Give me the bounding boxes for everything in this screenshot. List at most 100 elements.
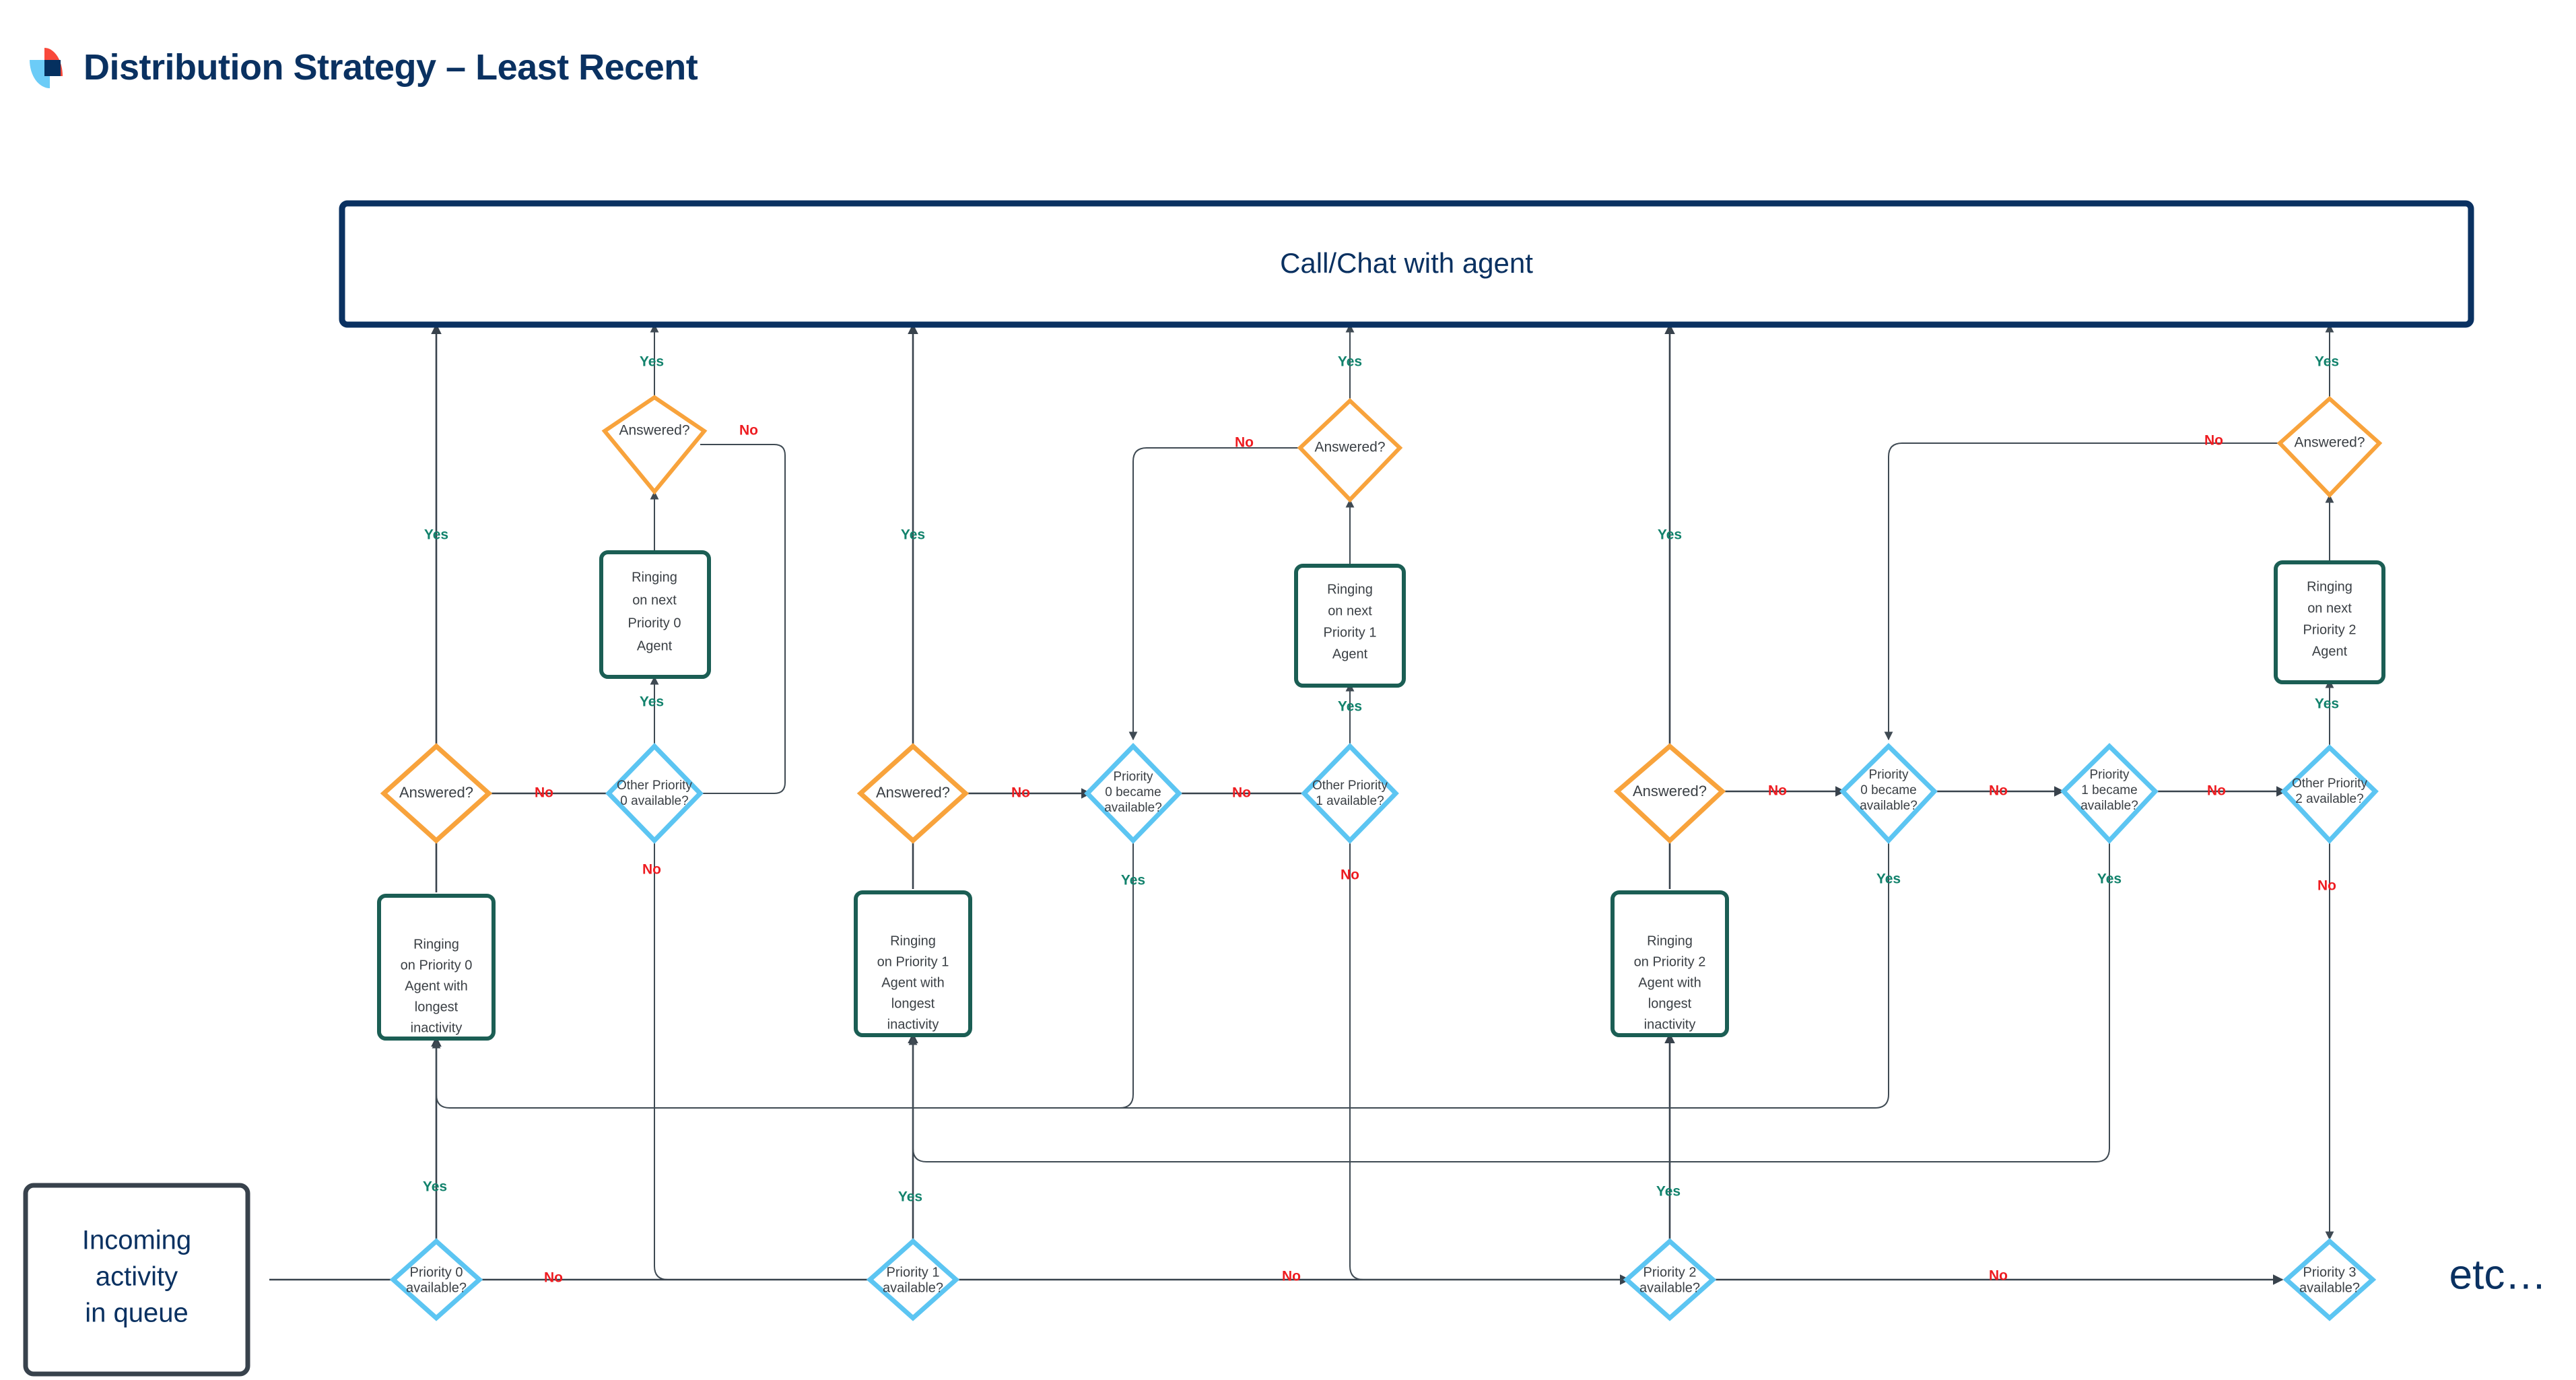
edge-label-yes: Yes bbox=[901, 527, 925, 543]
edge-label-no: No bbox=[1989, 1268, 2008, 1284]
edge-label-no: No bbox=[1282, 1269, 1301, 1284]
node-ringing-priority-2-longest[interactable]: Ringing on Priority 2 Agent with longest… bbox=[1611, 890, 1729, 1037]
edge-label-no: No bbox=[1235, 435, 1254, 451]
node-label-answered2: Answered? bbox=[1633, 783, 1707, 799]
edge-label-no: No bbox=[642, 862, 661, 878]
node-priority-2-available[interactable]: Priority 2 available? bbox=[1623, 1238, 1717, 1321]
node-incoming-activity[interactable]: Incoming activity in queue bbox=[23, 1183, 250, 1377]
node-label-ringp1l-3: Agent with bbox=[881, 975, 944, 990]
edge-answered1b-no-loop-to-p0became bbox=[1128, 447, 1305, 741]
edge-label-no: No bbox=[1768, 783, 1787, 799]
node-label-ringp2l-1: Ringing bbox=[1647, 933, 1693, 948]
node-label-otherp0-2: 0 available? bbox=[620, 794, 688, 808]
edge-label-no: No bbox=[2207, 783, 2226, 799]
edge-label-yes: Yes bbox=[1656, 1184, 1681, 1200]
page-title: Distribution Strategy – Least Recent bbox=[83, 47, 698, 88]
node-other-priority-0-available[interactable]: Other Priority 0 available? bbox=[605, 742, 704, 845]
node-other-priority-2-available[interactable]: Other Priority 2 available? bbox=[2280, 744, 2379, 845]
node-label-ringp2l-4: longest bbox=[1648, 996, 1692, 1011]
node-label-ringp0l-2: on Priority 0 bbox=[401, 958, 473, 973]
node-label-ringp1l-2: on Priority 1 bbox=[877, 954, 949, 969]
edge-label-no: No bbox=[2317, 878, 2336, 894]
node-answered-2[interactable]: Answered? bbox=[1613, 743, 1726, 844]
node-label-incoming-1: Incoming bbox=[82, 1226, 191, 1255]
edge-label-no: No bbox=[1989, 783, 2008, 799]
node-priority-0-became-available-col1[interactable]: Priority 0 became available? bbox=[1084, 742, 1182, 845]
page-header: Distribution Strategy – Least Recent bbox=[0, 0, 2576, 135]
node-label-ringp0l-3: Agent with bbox=[405, 979, 467, 993]
node-priority-0-available[interactable]: Priority 0 available? bbox=[389, 1238, 483, 1321]
node-ringing-priority-1-longest[interactable]: Ringing on Priority 1 Agent with longest… bbox=[854, 890, 972, 1037]
node-ringing-next-priority-1[interactable]: Ringing on next Priority 1 Agent bbox=[1294, 564, 1406, 688]
edge-label-no: No bbox=[1232, 785, 1251, 801]
node-label-ringnp2-4: Agent bbox=[2312, 644, 2348, 659]
node-ringing-next-priority-0[interactable]: Ringing on next Priority 0 Agent bbox=[599, 550, 711, 679]
node-label-ringp0l-5: inactivity bbox=[411, 1020, 463, 1035]
node-priority-3-available[interactable]: Priority 3 available? bbox=[2282, 1238, 2377, 1321]
node-label-ringnp1-3: Priority 1 bbox=[1324, 625, 1377, 640]
node-label-ringp2l-2: on Priority 2 bbox=[1634, 954, 1706, 969]
node-answered-0b[interactable]: Answered? bbox=[601, 395, 708, 495]
node-call-chat-with-agent[interactable]: Call/Chat with agent bbox=[339, 200, 2474, 328]
node-label-incoming-3: in queue bbox=[85, 1299, 188, 1328]
node-answered-1b[interactable]: Answered? bbox=[1297, 397, 1403, 503]
node-label-prio3-1: Priority 3 bbox=[2303, 1265, 2357, 1280]
logo-navy-square bbox=[44, 60, 61, 76]
node-label-prio0-1: Priority 0 bbox=[410, 1265, 463, 1280]
edge-p0became1-yes-to-ringp0longest bbox=[432, 841, 1134, 1109]
node-label-ringp0l-1: Ringing bbox=[413, 937, 459, 952]
node-label-answered0b: Answered? bbox=[619, 423, 689, 438]
node-label-otherp1-1: Other Priority bbox=[1312, 779, 1388, 793]
node-label-otherp1-2: 1 available? bbox=[1316, 794, 1384, 808]
edge-label-yes: Yes bbox=[898, 1189, 922, 1205]
node-label-otherp2-1: Other Priority bbox=[2292, 777, 2367, 791]
node-priority-0-became-available-col2[interactable]: Priority 0 became available? bbox=[1839, 743, 1938, 845]
edge-p1became-yes-to-ringp1longest bbox=[908, 841, 2110, 1162]
node-answered-2b[interactable]: Answered? bbox=[2276, 395, 2383, 498]
node-label-p1b-2: 1 became bbox=[2081, 783, 2137, 797]
edge-label-yes: Yes bbox=[1338, 354, 1362, 370]
node-label-ringp1l-5: inactivity bbox=[887, 1017, 939, 1032]
edge-label-no: No bbox=[535, 785, 553, 801]
node-label-answered0: Answered? bbox=[399, 784, 473, 801]
node-label-answered1b: Answered? bbox=[1314, 440, 1385, 455]
edge-label-no: No bbox=[1341, 867, 1359, 883]
edge-label-yes: Yes bbox=[1658, 527, 1682, 543]
node-label-p0b1-1: Priority bbox=[1113, 770, 1153, 784]
node-label-ringnp1-4: Agent bbox=[1332, 647, 1368, 661]
node-label-ringp1l-1: Ringing bbox=[890, 933, 936, 948]
node-label-p1b-3: available? bbox=[2080, 799, 2138, 813]
node-label-ringnp2-2: on next bbox=[2307, 601, 2352, 616]
node-answered-1[interactable]: Answered? bbox=[856, 743, 970, 844]
node-label-ringnp0-4: Agent bbox=[637, 638, 673, 653]
node-label-p0b2-2: 0 became bbox=[1860, 783, 1916, 797]
node-other-priority-1-available[interactable]: Other Priority 1 available? bbox=[1301, 742, 1399, 845]
node-label-prio2-2: available? bbox=[1639, 1280, 1700, 1295]
edge-answered0b-no-loop-to-otherp0 bbox=[685, 444, 786, 798]
node-label-ringp2l-3: Agent with bbox=[1638, 975, 1701, 990]
edge-answered2b-no-loop-to-p0became2 bbox=[1884, 442, 2284, 741]
edge-label-no: No bbox=[1011, 785, 1030, 801]
edge-label-no: No bbox=[739, 423, 758, 438]
node-label-prio2-1: Priority 2 bbox=[1643, 1265, 1697, 1280]
edge-label-yes: Yes bbox=[2315, 696, 2339, 712]
edge-label-yes: Yes bbox=[2097, 872, 2122, 887]
node-label-answered1: Answered? bbox=[876, 784, 950, 801]
node-ringing-priority-0-longest[interactable]: Ringing on Priority 0 Agent with longest… bbox=[377, 894, 496, 1041]
node-ringing-next-priority-2[interactable]: Ringing on next Priority 2 Agent bbox=[2274, 560, 2385, 684]
edge-label-yes: Yes bbox=[1338, 699, 1362, 715]
node-priority-1-became-available[interactable]: Priority 1 became available? bbox=[2060, 743, 2159, 845]
node-answered-0[interactable]: Answered? bbox=[380, 743, 493, 844]
node-priority-1-available[interactable]: Priority 1 available? bbox=[866, 1238, 960, 1321]
edge-label-yes: Yes bbox=[1121, 873, 1145, 888]
edge-p0became2-yes-route bbox=[450, 841, 1889, 1109]
node-label-ringp2l-5: inactivity bbox=[1644, 1017, 1696, 1032]
node-label-call-chat: Call/Chat with agent bbox=[1280, 247, 1533, 279]
node-label-answered2b: Answered? bbox=[2294, 435, 2365, 451]
edge-label-yes: Yes bbox=[1876, 872, 1901, 887]
node-label-ringnp0-2: on next bbox=[632, 593, 677, 607]
edge-label-yes: Yes bbox=[640, 694, 664, 710]
edge-label-yes: Yes bbox=[640, 354, 664, 370]
node-label-p1b-1: Priority bbox=[2089, 768, 2130, 782]
